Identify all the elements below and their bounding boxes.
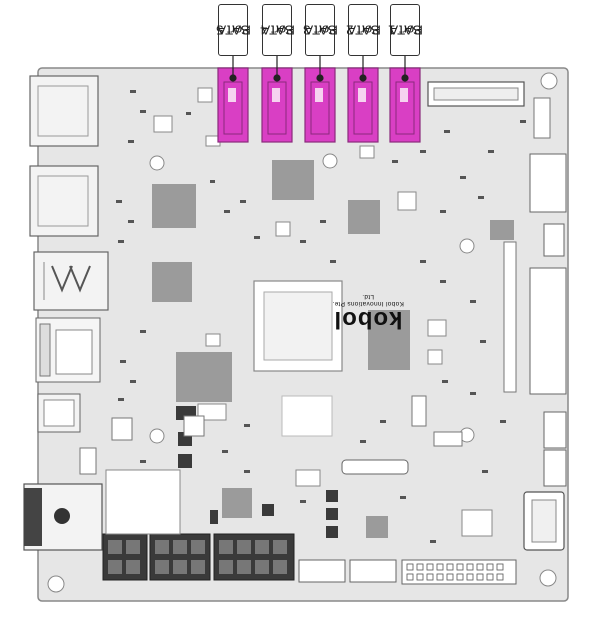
mounting-hole [539,569,557,587]
component [262,504,274,516]
mounting-hole [540,72,558,90]
brand-logo: kobol Kobol Innovations Pte. Ltd. [332,293,404,333]
pin-header [433,431,463,447]
component [295,469,321,487]
pin-header [111,417,133,441]
component [341,459,409,475]
component [326,508,338,520]
component [397,191,417,211]
brand-subtext: Kobol Innovations Pte. Ltd. [332,293,404,307]
component [461,509,493,537]
mounting-hole [322,153,338,169]
component [178,454,192,468]
pin-header [183,415,205,437]
chip [348,200,380,234]
mounting-hole [47,575,65,593]
component [326,490,338,502]
chip [368,310,410,370]
component [210,510,218,524]
component [205,333,221,347]
component [427,319,447,337]
chip [152,184,196,228]
component [281,395,333,437]
mounting-hole [149,155,165,171]
gpio-header [401,559,517,585]
mounting-hole [149,428,165,444]
component [326,526,338,538]
ethernet-port [29,75,99,147]
pin-header [529,153,567,213]
brand-name: kobol [333,306,403,333]
fan-header [298,559,346,583]
component [105,469,181,535]
component [197,87,213,103]
usb3-port [33,251,109,311]
component [153,115,173,133]
pin-header [503,241,517,393]
component [275,221,291,237]
component [359,145,375,159]
sata-connector-port-4 [261,67,293,143]
chip [272,160,314,200]
component [197,403,227,421]
ethernet-port [29,165,99,237]
chip [366,516,388,538]
chip [152,262,192,302]
component [427,349,443,365]
mounting-hole [459,238,475,254]
pin-header [529,267,567,395]
button [543,411,567,449]
chip [490,220,514,240]
chip [176,352,232,402]
pin-header [79,447,97,475]
pin-header [533,97,551,139]
button [543,223,565,257]
fan-header [349,559,397,583]
button [543,449,567,487]
chip [222,488,252,518]
pin-header [411,395,427,427]
